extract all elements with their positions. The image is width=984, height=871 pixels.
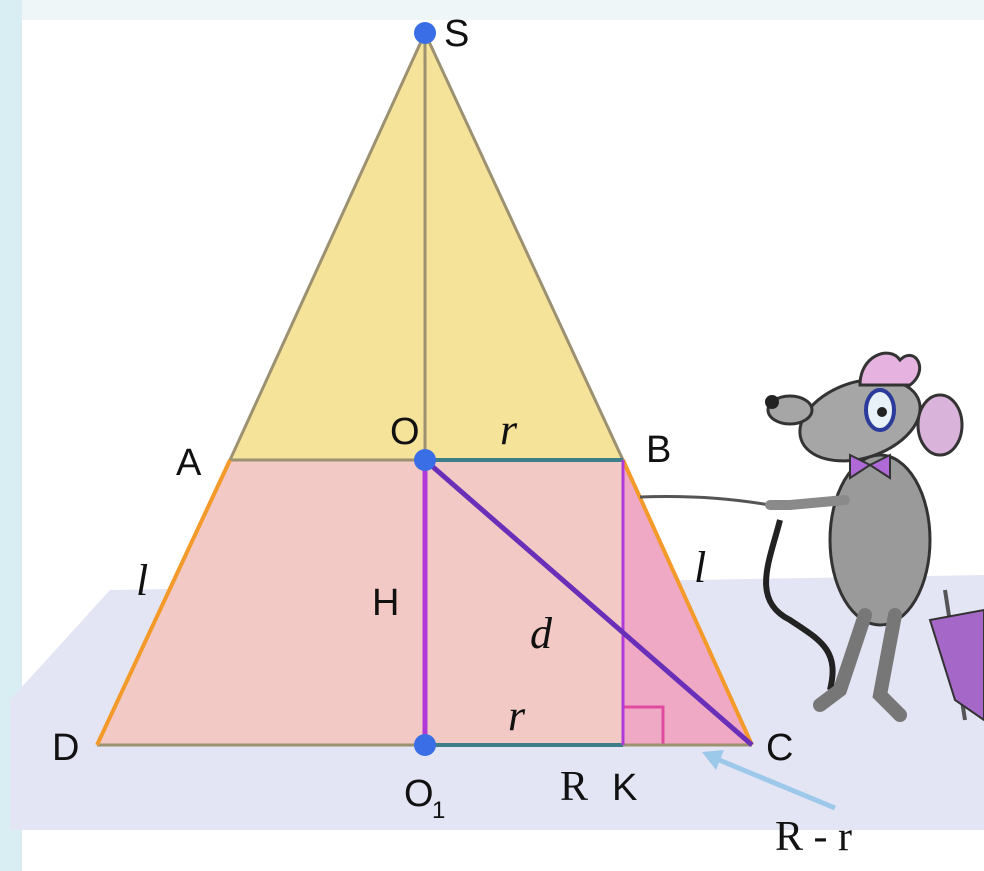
label-o1: O <box>404 773 434 815</box>
slant-edge-ad <box>95 459 232 746</box>
label-r-top: r <box>500 405 518 454</box>
label-r-bottom: r <box>508 691 526 740</box>
mouse-hat <box>858 351 922 387</box>
background-strip <box>0 0 22 871</box>
mouse-bowtie-right <box>867 453 891 480</box>
label-l-right: l <box>694 543 706 592</box>
label-a: A <box>176 442 202 484</box>
mouse-body <box>828 453 932 627</box>
label-o1-subscript: 1 <box>432 797 445 824</box>
mouse-leg-right <box>872 608 907 722</box>
arrow-head <box>702 750 724 770</box>
right-angle-marker <box>623 705 665 745</box>
label-h: H <box>372 582 399 624</box>
label-k: K <box>612 767 637 809</box>
point-s <box>414 22 436 44</box>
mouse-tail <box>763 519 836 691</box>
mouse-string <box>639 495 771 507</box>
mouse-leg-left <box>813 608 872 712</box>
mouse-nose <box>765 395 779 409</box>
diagonal-d <box>423 458 754 747</box>
label-o: O <box>390 411 420 453</box>
label-d: D <box>52 727 79 769</box>
umbrella-canopy <box>928 608 984 722</box>
background-top-strip <box>22 0 984 20</box>
label-l-left: l <box>136 556 148 605</box>
mouse-snout <box>766 394 814 426</box>
point-o <box>414 449 436 471</box>
label-r-minus-r: R - r <box>775 814 852 860</box>
mouse-eye <box>877 407 887 417</box>
point-o1 <box>414 734 436 756</box>
label-b: B <box>646 429 671 471</box>
label-r-big: R <box>560 764 588 810</box>
mouse-bowtie-left <box>849 453 873 480</box>
label-s: S <box>444 13 469 55</box>
arrow-shaft <box>711 754 836 811</box>
label-d-diagonal: d <box>530 609 553 658</box>
label-c: C <box>766 727 793 769</box>
mouse-illustration <box>639 351 984 722</box>
slant-edge-bc <box>621 459 754 746</box>
mouse-arm <box>765 495 850 510</box>
mouse-ear <box>916 393 964 457</box>
